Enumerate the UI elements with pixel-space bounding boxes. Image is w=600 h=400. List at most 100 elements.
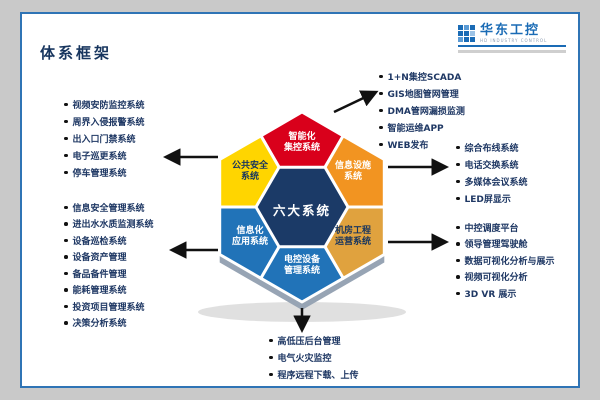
list-item-label: DMA管网漏损监测 (387, 107, 465, 117)
bullet-icon (456, 162, 460, 167)
list-item: 视频安防监控系统 (64, 96, 145, 113)
list-item-label: 电气火灾监控 (277, 354, 332, 364)
list-item-label: 综合布线系统 (464, 144, 519, 154)
list-item: 视频可视化分析 (456, 269, 555, 286)
bullet-icon (64, 119, 68, 124)
segment-intelligent-central-control (259, 110, 345, 209)
arrow-to-scada-list (333, 90, 379, 114)
bullet-icon (64, 304, 68, 308)
bullet-icon (64, 238, 68, 242)
list-item: 信息安全管理系统 (64, 199, 154, 216)
list-item: 设备资产管理 (64, 249, 154, 266)
list-item: 进出水水质监测系统 (64, 216, 154, 233)
bullet-icon (269, 355, 273, 360)
list-item-label: 停车管理系统 (72, 169, 127, 179)
bullet-icon (64, 271, 68, 275)
list-informatization-application: 信息安全管理系统 进出水水质监测系统 设备巡检系统 设备资产管理 (64, 199, 154, 331)
list-item-label: GIS地图管网管理 (387, 90, 459, 100)
list-item: 智能运维APP (379, 119, 465, 136)
list-item: 电话交换系统 (456, 156, 528, 173)
bullet-icon (64, 153, 68, 158)
list-item: 出入口门禁系统 (64, 130, 145, 147)
list-item-label: 电子巡更系统 (72, 152, 127, 162)
bullet-icon (64, 205, 68, 209)
list-item: DMA管网漏损监测 (379, 102, 465, 119)
list-item: GIS地图管网管理 (379, 85, 465, 102)
list-item: 高低压后台管理 (269, 332, 359, 349)
bullet-icon (64, 255, 68, 259)
list-item: 电气火灾监控 (269, 349, 359, 366)
list-item-label: 周界入侵报警系统 (72, 118, 145, 128)
list-item-label: WEB发布 (387, 141, 429, 151)
list-item-label: 1+N集控SCADA (387, 73, 462, 83)
list-item-label: LED屏显示 (464, 195, 511, 205)
segment-label-intelligent-central-control: 智能化 集控系统 (283, 132, 320, 153)
list-item-label: 3D VR 展示 (464, 289, 517, 300)
list-item-label: 数据可视化分析与展示 (464, 256, 555, 267)
bullet-icon (64, 136, 68, 141)
list-item: 投资项目管理系统 (64, 298, 154, 315)
bullet-icon (379, 125, 383, 130)
slide-card: 体系框架 华东工控 HD INDUSTRY CONTROL (20, 12, 580, 388)
list-item-label: 高低压后台管理 (277, 337, 341, 347)
list-item: 程序远程下载、上传 (269, 366, 359, 383)
bullet-icon (379, 108, 383, 113)
list-item: 领导管理驾驶舱 (456, 236, 555, 253)
bullet-icon (269, 372, 273, 377)
bullet-icon (64, 288, 68, 292)
list-item: 能耗管理系统 (64, 282, 154, 299)
logo-rule (458, 45, 566, 47)
list-item: 设备巡检系统 (64, 232, 154, 249)
list-electrical-equipment-management: 高低压后台管理 电气火灾监控 程序远程下载、上传 (269, 332, 359, 383)
hexagon-ground-shadow (198, 302, 406, 322)
list-public-safety: 视频安防监控系统 周界入侵报警系统 出入口门禁系统 电子巡更系统 (64, 96, 145, 181)
logo-row: 华东工控 HD INDUSTRY CONTROL (458, 24, 566, 43)
list-item-label: 投资项目管理系统 (72, 302, 145, 313)
bullet-icon (456, 258, 460, 262)
list-item-label: 程序远程下载、上传 (277, 371, 359, 381)
bullet-icon (456, 196, 460, 201)
bullet-icon (456, 179, 460, 184)
bullet-icon (456, 145, 460, 150)
list-item-label: 视频可视化分析 (464, 273, 528, 284)
segment-label-public-safety: 公共安全 系统 (231, 161, 268, 182)
list-item-label: 能耗管理系统 (72, 286, 127, 297)
list-item-label: 多媒体会议系统 (464, 178, 528, 188)
list-item-label: 视频安防监控系统 (72, 101, 145, 111)
bullet-icon (64, 222, 68, 226)
logo-text: 华东工控 HD INDUSTRY CONTROL (480, 23, 548, 44)
bullet-icon (379, 91, 383, 96)
segment-label-information-facility: 信息设施 系统 (334, 161, 371, 182)
list-item-label: 决策分析系统 (72, 319, 127, 330)
center-hexagon-label: 六大系统 (272, 203, 331, 218)
list-item-label: 信息安全管理系统 (72, 203, 145, 214)
list-item: 备品备件管理 (64, 265, 154, 282)
list-item-label: 备品备件管理 (72, 269, 127, 280)
list-item: 决策分析系统 (64, 315, 154, 332)
bullet-icon (379, 74, 383, 79)
list-item-label: 中控调度平台 (464, 223, 519, 234)
list-item-label: 智能运维APP (387, 124, 444, 134)
bullet-icon (456, 242, 460, 246)
bullet-icon (64, 321, 68, 325)
list-item-label: 出入口门禁系统 (72, 135, 136, 145)
list-machine-room-operation: 中控调度平台 领导管理驾驶舱 数据可视化分析与展示 视频可视化分析 (456, 219, 555, 302)
list-item: 数据可视化分析与展示 (456, 252, 555, 269)
list-item: 中控调度平台 (456, 219, 555, 236)
logo-subtitle: HD INDUSTRY CONTROL (480, 38, 548, 43)
bullet-icon (64, 170, 68, 175)
list-item: 3D VR 展示 (456, 285, 555, 302)
list-item: WEB发布 (379, 136, 465, 153)
logo-name: 华东工控 (480, 23, 541, 38)
segment-label-machine-room-operation: 机房工程 运营系统 (334, 226, 371, 247)
bullet-icon (379, 142, 383, 147)
page-title: 体系框架 (40, 44, 113, 62)
bullet-icon (269, 338, 273, 343)
list-item: 停车管理系统 (64, 164, 145, 181)
segment-label-informatization-application: 信息化 应用系统 (231, 226, 268, 247)
list-item-label: 进出水水质监测系统 (72, 220, 154, 231)
segment-label-electrical-equipment-management: 电控设备 管理系统 (283, 255, 320, 276)
list-item: LED屏显示 (456, 190, 528, 207)
list-item-label: 领导管理驾驶舱 (464, 240, 528, 251)
bullet-icon (456, 275, 460, 279)
